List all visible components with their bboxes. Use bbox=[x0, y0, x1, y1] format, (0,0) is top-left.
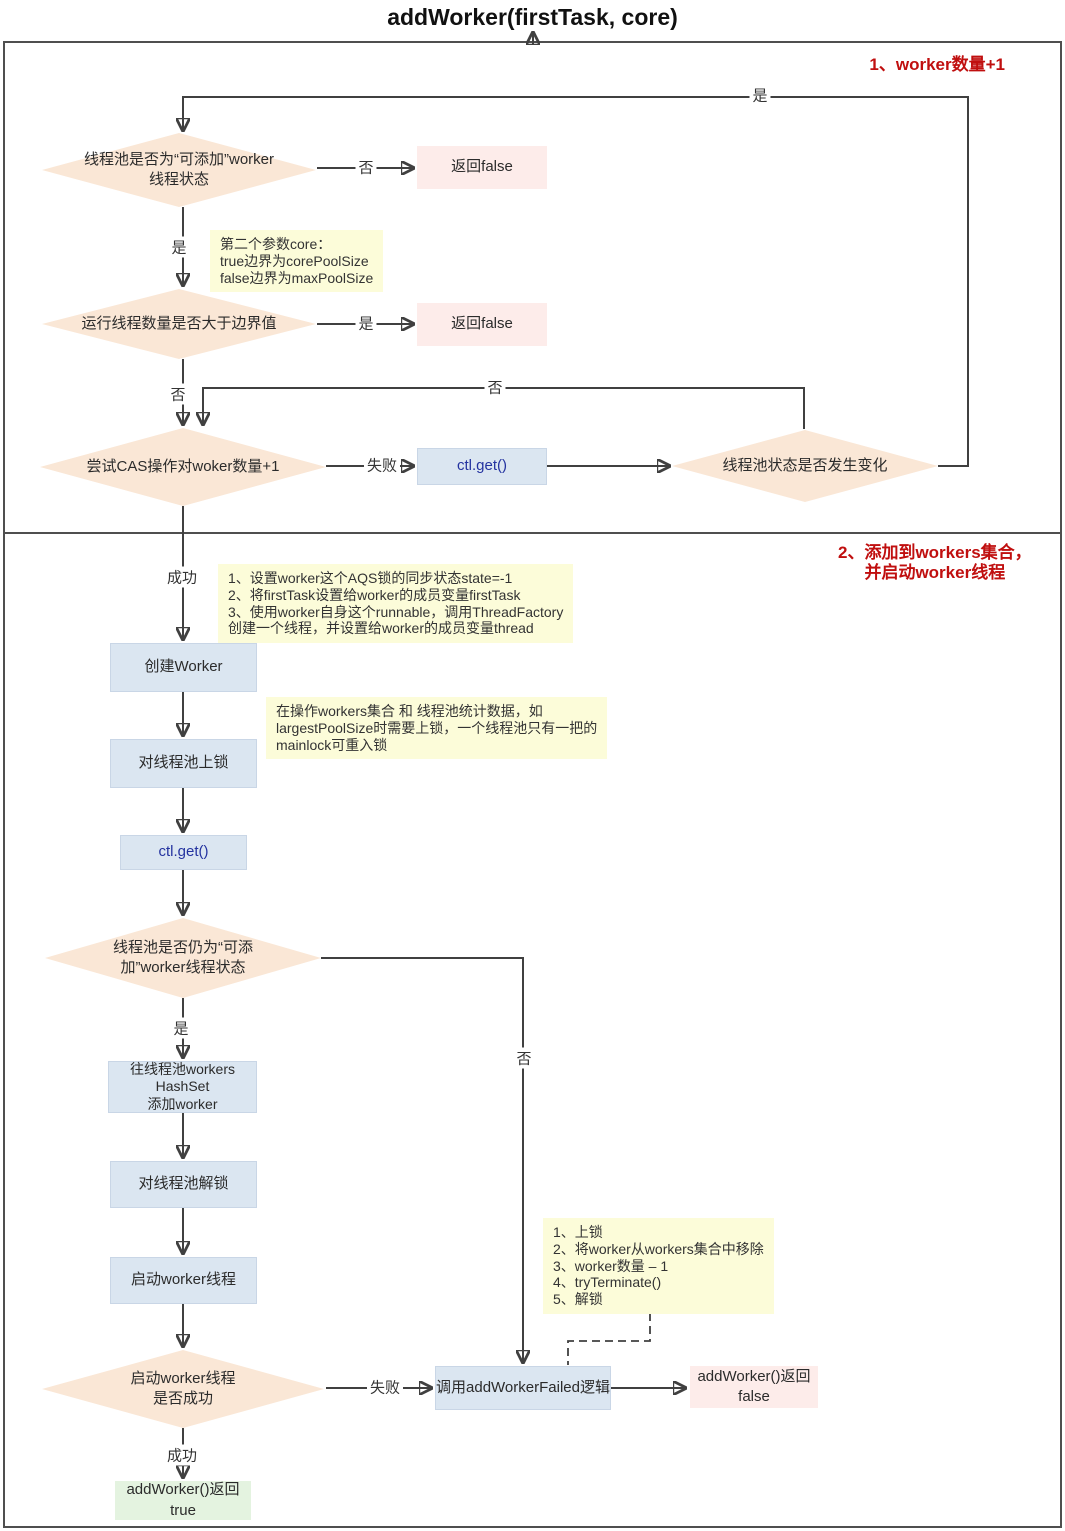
annotation-step2-line2: 并启动worker线程 bbox=[864, 563, 1006, 583]
diamond-count-over-bound: 运行线程数量是否大于边界值 bbox=[42, 289, 316, 359]
box-shape bbox=[108, 1061, 257, 1113]
edge-label-d3-fail: 失败 bbox=[363, 454, 401, 476]
box-ctl-get-1: ctl.get() bbox=[417, 448, 547, 485]
box-return-false-3: addWorker()返回 false bbox=[690, 1366, 818, 1408]
box-add-to-workers-label: 往线程池workers HashSet 添加worker bbox=[129, 1061, 235, 1112]
diamond-pool-still-addable: 线程池是否仍为“可添 加”worker线程状态 bbox=[45, 918, 321, 998]
box-create-worker: 创建Worker bbox=[110, 643, 257, 692]
edge-d4-no-down bbox=[321, 957, 523, 1361]
box-lock-pool-label: 对线程池上锁 bbox=[138, 754, 229, 772]
box-ctl-get-2-label: ctl.get() bbox=[158, 843, 209, 861]
note-worker-init: 1、设置worker这个AQS锁的同步状态state=-1 2、将firstTa… bbox=[218, 564, 574, 644]
diamond-pool-state-changed-label: 线程池状态是否发生变化 bbox=[722, 456, 888, 474]
box-ctl-get-1-label: ctl.get() bbox=[456, 457, 507, 475]
annotation-step1: 1、worker数量+1 bbox=[869, 55, 1005, 74]
box-return-false-1-label: 返回false bbox=[451, 158, 513, 176]
edge-label-d2-yes: 是 bbox=[355, 312, 377, 334]
edge-label-d5-fail: 失败 bbox=[366, 1376, 404, 1398]
edge-label-loop-no: 否 bbox=[484, 376, 506, 398]
edge-note-dashed-connector bbox=[567, 1313, 651, 1365]
box-shape bbox=[690, 1366, 818, 1408]
box-add-to-workers: 往线程池workers HashSet 添加worker bbox=[108, 1061, 257, 1113]
box-return-true-label: addWorker()返回 true bbox=[126, 1481, 240, 1519]
box-add-worker-failed: 调用addWorkerFailed逻辑 bbox=[435, 1366, 611, 1410]
edge-label-d5-success: 成功 bbox=[163, 1444, 201, 1466]
note-failed-steps: 1、上锁 2、将worker从workers集合中移除 3、worker数量 –… bbox=[543, 1218, 774, 1314]
diamond-cas-increment-label: 尝试CAS操作对woker数量+1 bbox=[86, 457, 280, 475]
box-shape bbox=[417, 448, 547, 485]
box-shape bbox=[435, 1366, 611, 1410]
box-return-false-2-label: 返回false bbox=[451, 315, 513, 333]
box-return-false-1: 返回false bbox=[417, 146, 547, 189]
diamond-pool-state-changed: 线程池状态是否发生变化 bbox=[672, 430, 938, 502]
box-ctl-get-2: ctl.get() bbox=[120, 835, 247, 870]
edge-label-d1-no: 否 bbox=[355, 156, 377, 178]
note-mainlock: 在操作workers集合 和 线程池统计数据，如 largestPoolSize… bbox=[266, 697, 608, 760]
diamond-cas-increment: 尝试CAS操作对woker数量+1 bbox=[40, 428, 326, 506]
box-shape bbox=[110, 1257, 257, 1304]
edge-label-d4-no: 否 bbox=[513, 1047, 535, 1069]
diamond-count-over-bound-label: 运行线程数量是否大于边界值 bbox=[81, 314, 277, 332]
box-return-false-3-label: addWorker()返回 false bbox=[697, 1367, 811, 1405]
box-unlock-pool: 对线程池解锁 bbox=[110, 1161, 257, 1208]
edge-label-d3-success: 成功 bbox=[163, 566, 201, 588]
box-shape bbox=[110, 643, 257, 692]
box-start-worker: 启动worker线程 bbox=[110, 1257, 257, 1304]
box-shape bbox=[110, 1161, 257, 1208]
diamond-pool-addable: 线程池是否为“可添加”worker 线程状态 bbox=[42, 133, 316, 207]
diamond-pool-still-addable-label: 线程池是否仍为“可添 加”worker线程状态 bbox=[113, 938, 253, 976]
box-return-true: addWorker()返回 true bbox=[115, 1481, 251, 1520]
box-return-false-2: 返回false bbox=[417, 303, 547, 346]
box-create-worker-label: 创建Worker bbox=[144, 658, 223, 676]
note-core-param: 第二个参数core： true边界为corePoolSize false边界为m… bbox=[210, 230, 384, 293]
edge-label-d4-yes: 是 bbox=[170, 1017, 192, 1039]
box-shape bbox=[115, 1481, 251, 1520]
edge-yes-loop-top bbox=[183, 96, 969, 467]
annotation-step2: 2、添加到workers集合， 并启动worker线程 bbox=[838, 543, 1032, 584]
annotation-step2-line1: 2、添加到workers集合， bbox=[838, 543, 1032, 562]
box-start-worker-label: 启动worker线程 bbox=[130, 1271, 236, 1289]
diamond-pool-addable-label: 线程池是否为“可添加”worker 线程状态 bbox=[84, 150, 274, 188]
box-shape bbox=[110, 739, 257, 788]
box-shape bbox=[120, 835, 247, 870]
page-title: addWorker(firstTask, core) bbox=[387, 4, 678, 30]
edge-label-loop-yes: 是 bbox=[749, 84, 771, 106]
box-lock-pool: 对线程池上锁 bbox=[110, 739, 257, 788]
diamond-start-success: 启动worker线程 是否成功 bbox=[42, 1350, 324, 1428]
box-shape bbox=[417, 303, 547, 346]
edge-label-d1-yes: 是 bbox=[168, 236, 190, 258]
box-unlock-pool-label: 对线程池解锁 bbox=[138, 1175, 229, 1193]
edge-label-d2-no: 否 bbox=[167, 383, 189, 405]
diamond-start-success-label: 启动worker线程 是否成功 bbox=[130, 1369, 236, 1407]
box-shape bbox=[417, 146, 547, 189]
section-divider bbox=[3, 532, 1062, 534]
box-add-worker-failed-label: 调用addWorkerFailed逻辑 bbox=[436, 1378, 610, 1396]
